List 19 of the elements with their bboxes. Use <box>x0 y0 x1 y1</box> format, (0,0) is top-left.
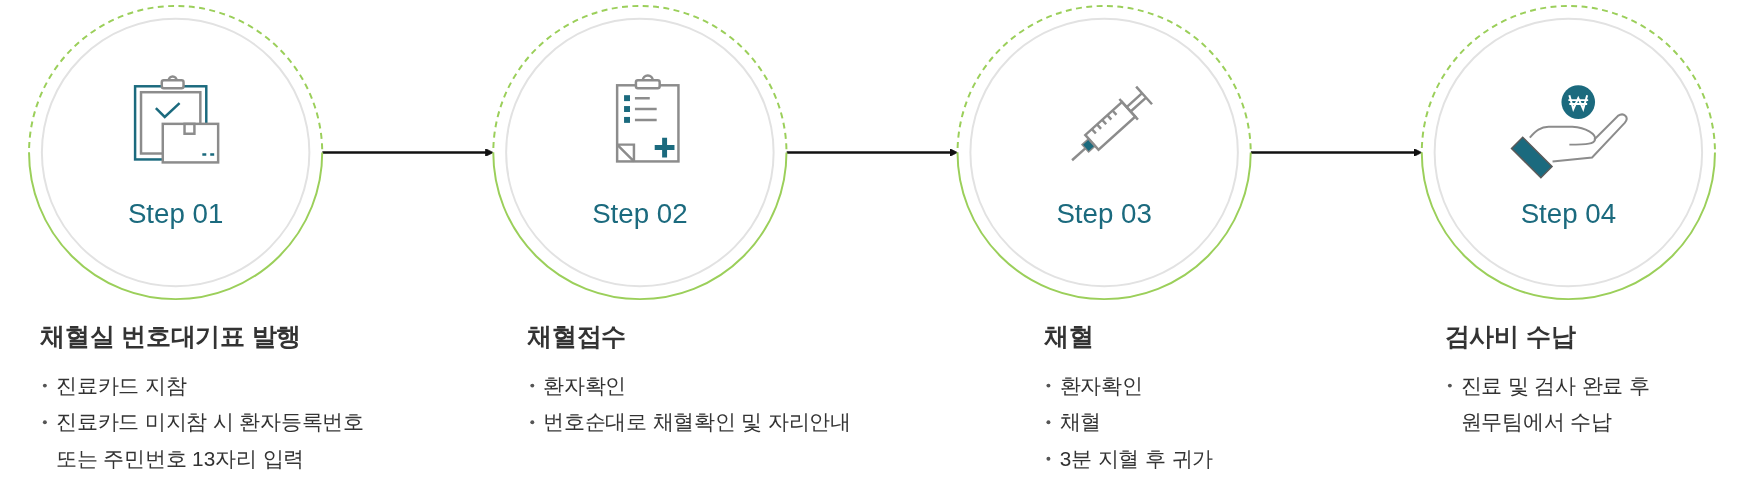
bullet-text: 진료카드 지참 <box>56 372 187 399</box>
step-title: 채혈접수 <box>527 320 627 352</box>
step-label: Step 04 <box>1520 197 1617 231</box>
arrow <box>1250 148 1423 157</box>
step-title: 채혈실 번호대기표 발행 <box>40 320 302 352</box>
bullet-text: 진료카드 미지참 시 환자등록번호 또는 주민번호 13자리 입력 <box>56 408 365 472</box>
arrow <box>786 148 958 157</box>
bullet-text: 3분 지혈 후 귀가 <box>1059 445 1214 472</box>
step-title: 검사비 수납 <box>1444 320 1576 352</box>
step-label: Step 03 <box>1056 197 1152 231</box>
step-title: 채혈 <box>1043 320 1094 352</box>
bullet-text: 채혈 <box>1059 408 1102 435</box>
bullet-text: 환자확인 <box>543 372 627 399</box>
bullet-text: 환자확인 <box>1059 372 1143 399</box>
arrow <box>322 148 494 157</box>
step-label: Step 02 <box>592 197 688 231</box>
step-label: Step 01 <box>127 197 224 231</box>
bullet-text: 진료 및 검사 완료 후 원무팀에서 수납 <box>1460 372 1651 435</box>
bullet-text: 번호순대로 채혈확인 및 자리안내 <box>543 408 851 435</box>
